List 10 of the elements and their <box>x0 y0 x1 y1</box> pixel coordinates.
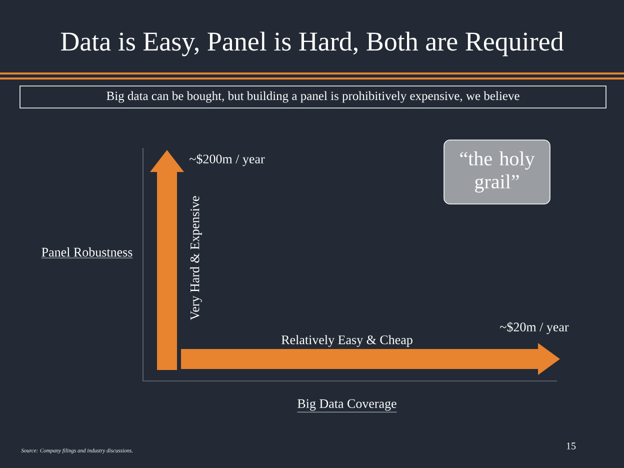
summary-box: Big data can be bought, but building a panel is prohibitively expensive, we believe <box>20 86 606 108</box>
slide-title: Data is Easy, Panel is Hard, Both are Required <box>60 32 564 56</box>
axis-note: Relatively Easy & Cheap <box>282 335 412 347</box>
axis-title: Big Data Coverage <box>297 399 398 412</box>
axis-title: Panel Robustness <box>41 247 133 258</box>
page-number: 15 <box>566 442 576 450</box>
cost-label: ~$200m / year <box>190 154 265 166</box>
cost-label: ~$20m / year <box>500 322 569 334</box>
callout-box: “the holy grail” <box>444 140 550 204</box>
axis-note: Very Hard & Expensive <box>190 196 202 320</box>
